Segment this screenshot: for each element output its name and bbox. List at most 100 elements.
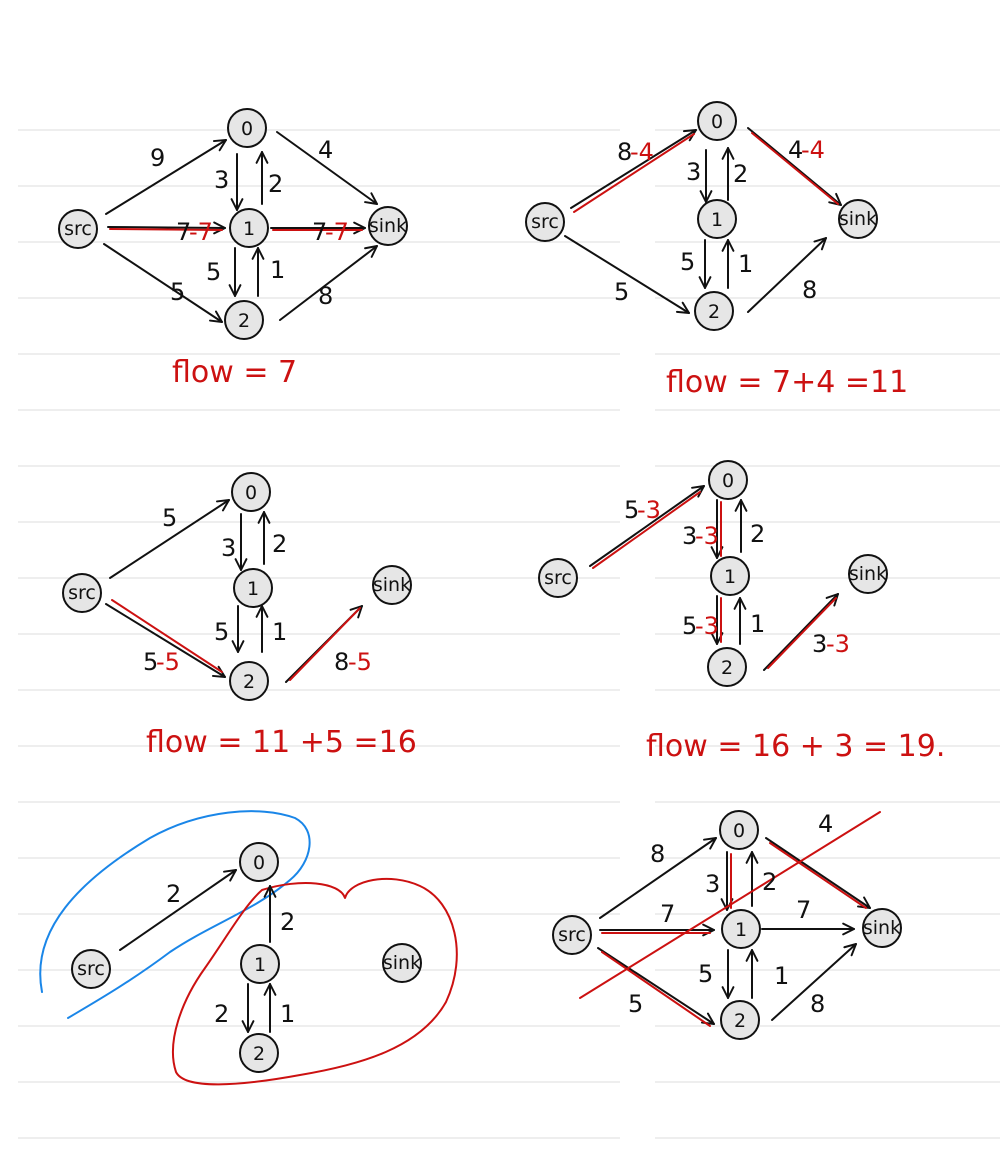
panel-2: src 0 1 2 sink 8 -4 4 -4 3 2 5 5 1 8 flo… [525, 101, 908, 400]
node-src [62, 573, 102, 613]
node-2 [224, 300, 264, 340]
weight-src-2: 5 [143, 648, 158, 676]
node-2 [707, 647, 747, 687]
edge-src-0 [109, 499, 230, 579]
weight-0-1-update: -3 [695, 522, 719, 550]
weight-0-1: 3 [682, 522, 697, 550]
flow-total: flow = 11 +5 =16 [146, 725, 417, 760]
edge-src-2 [103, 243, 223, 323]
weight-src-0: 5 [624, 496, 639, 524]
node-sink [372, 565, 412, 605]
node-label-2: 2 [253, 1043, 265, 1065]
node-label-2: 2 [243, 671, 255, 693]
edge-src-0 [119, 869, 237, 951]
weight-src-2: 5 [170, 278, 185, 306]
node-0 [231, 472, 271, 512]
weight-2-1: 1 [738, 250, 753, 278]
weight-0-sink: 4 [818, 810, 833, 838]
weight-2-sink: 8 [810, 990, 825, 1018]
node-label-2: 2 [721, 657, 733, 679]
edge-src-0 [570, 129, 697, 209]
weight-src-0: 2 [166, 880, 181, 908]
weight-1-2: 5 [682, 612, 697, 640]
weight-2-sink: 8 [334, 648, 349, 676]
weight-0-1: 3 [686, 158, 701, 186]
node-label-src: src [558, 924, 586, 946]
node-src [552, 915, 592, 955]
node-label-2: 2 [238, 310, 250, 332]
weight-1-0: 2 [733, 160, 748, 188]
node-label-0: 0 [711, 111, 723, 133]
weight-1-2: 5 [698, 960, 713, 988]
source-side-region [39, 810, 311, 1019]
weight-1-0: 2 [272, 530, 287, 558]
weight-2-1: 1 [270, 256, 285, 284]
weight-src-0: 8 [650, 840, 665, 868]
weight-1-2: 2 [214, 1000, 229, 1028]
weight-src-2-update: -5 [156, 648, 180, 676]
edge-2-sink [279, 245, 378, 321]
edge-0-sink [765, 837, 871, 909]
node-sink [368, 206, 408, 246]
node-0 [697, 101, 737, 141]
node-label-src: src [544, 567, 572, 589]
node-2 [239, 1033, 279, 1073]
node-2 [694, 291, 734, 331]
node-src [525, 202, 565, 242]
weight-1-2: 5 [214, 618, 229, 646]
panel-5: src 0 1 2 sink 2 2 2 1 [39, 810, 458, 1086]
flow-path-src-2 [111, 599, 223, 673]
node-0 [708, 460, 748, 500]
weight-2-sink-update: -5 [348, 648, 372, 676]
node-label-0: 0 [245, 482, 257, 504]
node-1 [233, 568, 273, 608]
node-0 [719, 810, 759, 850]
weight-src-1: 7 [176, 218, 191, 246]
weight-0-1: 3 [221, 534, 236, 562]
node-sink [838, 199, 878, 239]
flow-path-src-1 [109, 228, 223, 231]
node-label-sink: sink [369, 215, 407, 237]
weight-src-0-update: -4 [630, 138, 654, 166]
panel-1: src 0 1 2 sink 9 4 3 2 7 -7 7 -7 5 5 1 8… [58, 108, 408, 390]
weight-1-sink: 7 [312, 218, 327, 246]
node-1 [710, 556, 750, 596]
weight-1-0: 2 [762, 868, 777, 896]
weight-1-2: 5 [206, 258, 221, 286]
node-label-0: 0 [241, 118, 253, 140]
node-label-2: 2 [708, 301, 720, 323]
flow-total: flow = 7+4 =11 [666, 365, 908, 400]
node-label-sink: sink [373, 574, 411, 596]
flow-path-2-sink [289, 607, 361, 681]
weight-1-0: 2 [750, 520, 765, 548]
sink-side-region [172, 877, 458, 1086]
weight-0-sink: 4 [788, 136, 803, 164]
weight-2-sink-update: -3 [826, 630, 850, 658]
weight-src-0: 8 [617, 138, 632, 166]
flow-path-src-2 [601, 951, 711, 1027]
node-label-sink: sink [383, 952, 421, 974]
edge-0-sink [747, 127, 842, 206]
weight-2-1: 1 [750, 610, 765, 638]
flow-path-0-sink [751, 132, 839, 205]
flow-total: flow = 16 + 3 = 19. [646, 729, 945, 764]
node-label-sink: sink [849, 563, 887, 585]
node-sink [382, 943, 422, 983]
node-src [538, 558, 578, 598]
node-src [58, 209, 98, 249]
node-label-0: 0 [733, 820, 745, 842]
weight-src-0: 5 [162, 504, 177, 532]
weight-0-1: 3 [214, 166, 229, 194]
weight-2-1: 1 [272, 618, 287, 646]
node-label-1: 1 [724, 566, 736, 588]
flow-total: flow = 7 [172, 355, 297, 390]
weight-2-1: 1 [280, 1000, 295, 1028]
node-label-1: 1 [247, 578, 259, 600]
edge-src-2 [105, 603, 226, 678]
weight-src-0: 9 [150, 144, 165, 172]
weight-2-sink: 8 [318, 282, 333, 310]
weight-1-2: 5 [680, 248, 695, 276]
weight-1-0: 2 [280, 908, 295, 936]
